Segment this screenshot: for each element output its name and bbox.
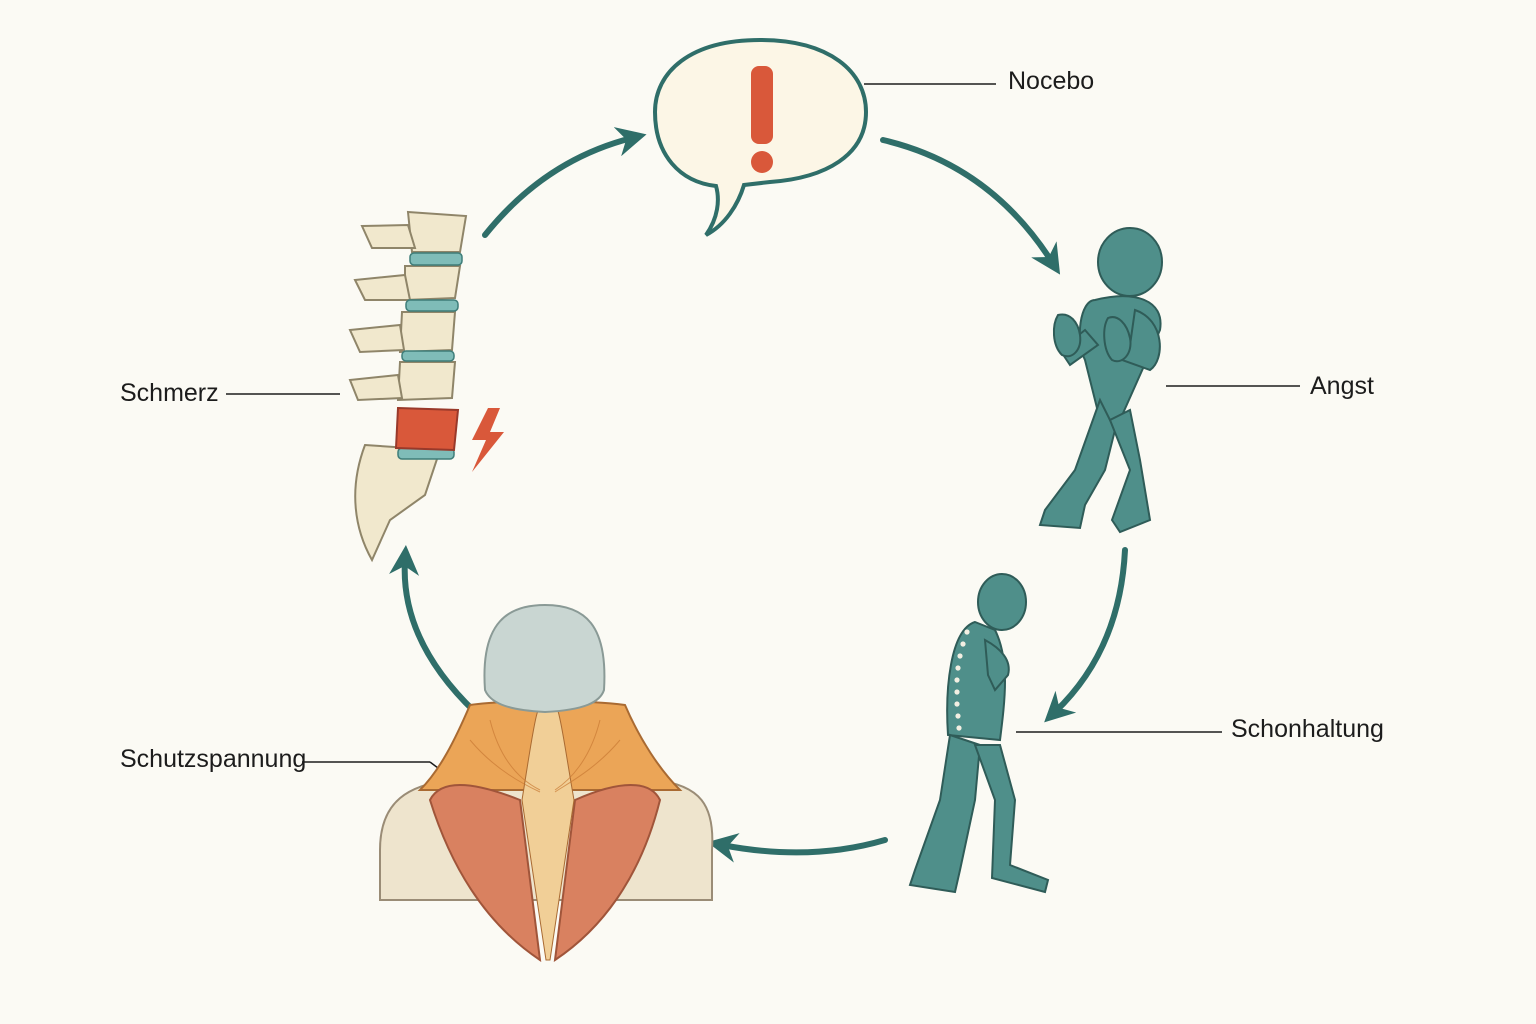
cycle-arrows xyxy=(389,127,1128,863)
tense-neck-shoulder-muscles-icon xyxy=(379,603,714,963)
label-angst: Angst xyxy=(1310,372,1374,400)
arrow-angst-to-schonhaltung xyxy=(1044,547,1128,723)
arrow-nocebo-to-angst xyxy=(880,137,1061,275)
arrow-schutzspannung-to-schmerz xyxy=(389,545,478,715)
label-schutzspannung: Schutzspannung xyxy=(120,745,307,773)
speech-bubble-exclamation-icon xyxy=(652,37,869,237)
fearful-figure-icon xyxy=(1038,227,1163,534)
pain-bolt-icon xyxy=(472,408,504,472)
lumbar-spine-pain-icon xyxy=(348,210,504,563)
leader-lines xyxy=(226,83,1300,784)
label-schonhaltung: Schonhaltung xyxy=(1231,715,1384,743)
stooped-walking-figure-icon xyxy=(908,573,1050,894)
label-schmerz: Schmerz xyxy=(120,379,219,407)
arrow-schmerz-to-nocebo xyxy=(482,127,647,238)
arrow-schonhaltung-to-schutzspannung xyxy=(707,833,888,863)
label-nocebo: Nocebo xyxy=(1008,67,1095,95)
